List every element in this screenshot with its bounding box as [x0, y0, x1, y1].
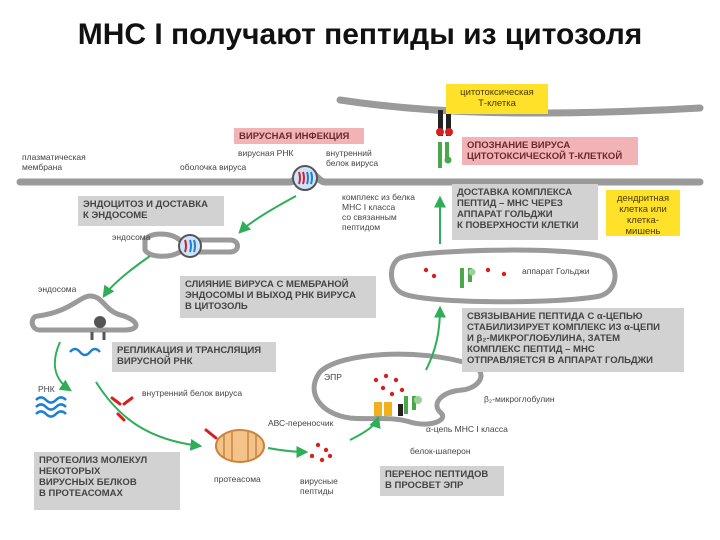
endocytosis-line-1: ЭНДОЦИТОЗ И ДОСТАВКА: [83, 199, 208, 210]
chaperone-label: белок-шаперон: [410, 446, 471, 456]
proteolysis-line-1: ПРОТЕОЛИЗ МОЛЕКУЛ: [39, 455, 148, 466]
complex-label: комплекс из белка МНС I класса со связан…: [342, 192, 415, 232]
golgi-apparatus: [389, 247, 618, 305]
rna-strand-1: [69, 347, 101, 357]
fusion-box: СЛИЯНИЕ ВИРУСА С МЕМБРАНОЙ ЭНДОСОМЫ И ВЫ…: [180, 276, 376, 318]
page-title: MHC I получают пептиды из цитозоля: [77, 18, 643, 51]
fusion-line-1: СЛИЯНИЕ ВИРУСА С МЕМБРАНОЙ: [185, 279, 349, 290]
plasma-membrane-line-1: плазматическая: [22, 152, 86, 162]
viral-peptides-line-1: вирусные: [300, 476, 338, 486]
endosome-label-1: эндосома: [112, 232, 151, 242]
process-arrows: [53, 195, 446, 458]
fusion-line-2: ЭНДОСОМЫ И ВЫХОД РНК ВИРУСА: [185, 290, 356, 301]
alpha-chain-label: α-цепь МНС I класса: [426, 424, 508, 434]
recognition-line-1: ОПОЗНАНИЕ ВИРУСА: [467, 140, 571, 151]
binding-line-1: СВЯЗЫВАНИЕ ПЕПТИДА С α-ЦЕПЬЮ: [467, 311, 643, 322]
binding-line-2: СТАБИЛИЗИРУЕТ КОМПЛЕКС ИЗ α-ЦЕПИ: [467, 322, 660, 333]
endosome-label-2: эндосома: [38, 284, 77, 294]
fusion-line-3: В ЦИТОЗОЛЬ: [185, 301, 248, 312]
er-label: ЭПР: [324, 372, 342, 382]
proteasome: [215, 429, 265, 463]
t-cell-label-line-1: цитотоксическая: [460, 87, 534, 98]
complex-line-3: со связанным: [342, 212, 397, 222]
replication-box: РЕПЛИКАЦИЯ И ТРАНСЛЯЦИЯ ВИРУСНОЙ РНК: [112, 342, 276, 372]
target-cell-label: дендритная клетка или клетка-мишень: [606, 190, 680, 237]
viral-peptides-line-2: пептиды: [300, 486, 334, 496]
target-cell-line-1: дендритная: [616, 193, 670, 204]
golgi-mhc: [460, 268, 476, 288]
viral-peptides-label: вирусные пептиды: [300, 476, 338, 496]
abc-transporter-label: АВС-переносчик: [268, 418, 334, 428]
binding-line-4: КОМПЛЕКС ПЕПТИД – МНС: [467, 344, 595, 355]
binding-line-3: И β₂-МИКРОГЛОБУЛИНА, ЗАТЕМ: [467, 333, 621, 344]
delivery-line-2: ПЕПТИД – МНС ЧЕРЕЗ: [457, 198, 563, 209]
b2m-label: β₂-микроглобулин: [484, 394, 555, 404]
t-cell-receptor: [436, 110, 453, 136]
transfer-line-1: ПЕРЕНОС ПЕПТИДОВ: [385, 469, 489, 480]
virus-on-membrane: [292, 165, 318, 191]
delivery-line-1: ДОСТАВКА КОМПЛЕКСА: [457, 187, 573, 198]
golgi-peptides: [423, 267, 507, 279]
proteolysis-box: ПРОТЕОЛИЗ МОЛЕКУЛ НЕКОТОРЫХ ВИРУСНЫХ БЕЛ…: [34, 452, 180, 510]
complex-line-1: комплекс из белка: [342, 192, 415, 202]
abc-transporter: [374, 402, 392, 416]
transfer-line-2: В ПРОСВЕТ ЭПР: [385, 480, 464, 491]
replication-line-1: РЕПЛИКАЦИЯ И ТРАНСЛЯЦИЯ: [117, 345, 262, 356]
inner-protein-line-1: внутренний: [326, 148, 372, 158]
endosome-2: [29, 293, 139, 340]
golgi-label: аппарат Гольджи: [522, 266, 590, 276]
inner-protein-label-2: внутренний белок вируса: [142, 388, 243, 398]
inner-viral-proteins: [110, 396, 134, 422]
t-cell-label: цитотоксическая Т-клетка: [446, 84, 548, 114]
complex-line-2: МНС I класса: [342, 202, 396, 212]
proteolysis-line-2: НЕКОТОРЫХ: [39, 466, 101, 477]
proteolysis-line-4: В ПРОТЕАСОМАХ: [39, 488, 123, 499]
er-peptides: [373, 373, 405, 397]
endosome-1: [142, 231, 240, 259]
transfer-box: ПЕРЕНОС ПЕПТИДОВ В ПРОСВЕТ ЭПР: [380, 466, 504, 496]
proteolysis-line-3: ВИРУСНЫХ БЕЛКОВ: [39, 477, 137, 488]
viral-rna-label: вирусная РНК: [238, 148, 294, 158]
inner-protein-line-2: белок вируса: [326, 158, 379, 168]
inner-protein-label: внутренний белок вируса: [326, 148, 378, 168]
delivery-box: ДОСТАВКА КОМПЛЕКСА ПЕПТИД – МНС ЧЕРЕЗ АП…: [452, 184, 598, 240]
binding-box: СВЯЗЫВАНИЕ ПЕПТИДА С α-ЦЕПЬЮ СТАБИЛИЗИРУ…: [462, 308, 684, 372]
rna-label: РНК: [38, 384, 55, 394]
t-cell-label-line-2: Т-клетка: [478, 98, 516, 109]
mhc-in-er: [398, 396, 422, 416]
binding-line-5: ОТПРАВЛЯЕТСЯ В АППАРАТ ГОЛЬДЖИ: [467, 355, 654, 366]
target-cell-line-3: клетка-мишень: [625, 215, 661, 237]
endocytosis-box: ЭНДОЦИТОЗ И ДОСТАВКА К ЭНДОСОМЕ: [78, 196, 224, 226]
plasma-membrane: [16, 166, 704, 186]
plasma-membrane-label: плазматическая мембрана: [22, 152, 86, 172]
recognition-line-2: ЦИТОТОКСИЧЕСКОЙ Т-КЛЕТКОЙ: [467, 151, 623, 162]
complex-line-4: пептидом: [342, 222, 381, 232]
envelope-label: оболочка вируса: [180, 162, 247, 172]
target-cell-line-2: клетка или: [619, 204, 667, 215]
replication-line-2: ВИРУСНОЙ РНК: [117, 356, 193, 367]
plasma-membrane-line-2: мембрана: [22, 162, 63, 172]
rna-strands: [35, 396, 67, 418]
endocytosis-line-2: К ЭНДОСОМЕ: [83, 210, 148, 221]
viral-peptide-dots: [309, 442, 333, 463]
recognition-box: ОПОЗНАНИЕ ВИРУСА ЦИТОТОКСИЧЕСКОЙ Т-КЛЕТК…: [462, 137, 638, 165]
delivery-line-3: АППАРАТ ГОЛЬДЖИ: [457, 209, 553, 220]
delivery-line-4: К ПОВЕРХНОСТИ КЛЕТКИ: [457, 220, 579, 231]
proteasome-label: протеасома: [214, 474, 261, 484]
mhc-on-surface: [438, 142, 452, 168]
viral-infection-box: ВИРУСНАЯ ИНФЕКЦИЯ: [234, 128, 364, 144]
endoplasmic-reticulum: [311, 351, 484, 427]
